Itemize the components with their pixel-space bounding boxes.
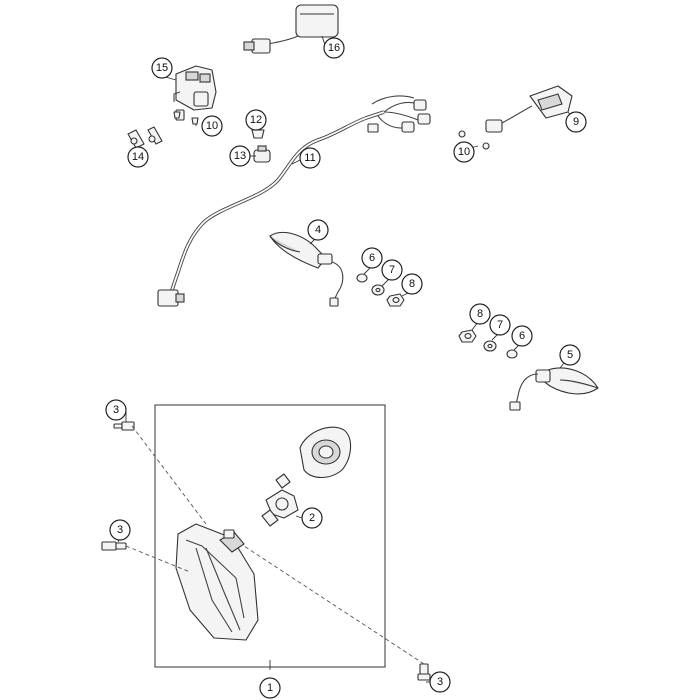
svg-text:9: 9 <box>573 116 579 128</box>
callout-7-right: 7 <box>489 314 511 336</box>
svg-text:6: 6 <box>519 330 525 342</box>
assembly-line-screw-top <box>131 425 207 525</box>
svg-text:15: 15 <box>156 62 168 74</box>
svg-text:8: 8 <box>477 308 483 320</box>
svg-text:11: 11 <box>304 152 315 164</box>
part-6-washer-left <box>356 273 368 283</box>
callout-10-right: 10 <box>453 141 475 163</box>
svg-text:1: 1 <box>267 682 273 694</box>
part-9-license-light <box>485 85 573 133</box>
part-10-screws-right <box>458 130 490 150</box>
callout-4: 4 <box>307 219 329 241</box>
part-15-switch <box>173 65 217 121</box>
part-12-bulb <box>251 129 265 139</box>
callout-13: 13 <box>229 145 251 167</box>
callout-3-bottom: 3 <box>429 671 451 693</box>
callout-16: 16 <box>323 37 345 59</box>
callout-10-left: 10 <box>201 115 223 137</box>
callout-3-top: 3 <box>105 399 127 421</box>
assembly-line-screw-middle <box>125 545 191 573</box>
part-16-relay <box>243 4 339 54</box>
callout-7-left: 7 <box>381 259 403 281</box>
svg-text:10: 10 <box>458 146 470 158</box>
callout-3-middle: 3 <box>109 519 131 541</box>
callout-1: 1 <box>259 677 281 699</box>
svg-text:6: 6 <box>369 252 375 264</box>
callout-6-left: 6 <box>361 247 383 269</box>
callout-6-right: 6 <box>511 325 533 347</box>
svg-text:16: 16 <box>328 42 340 54</box>
svg-text:3: 3 <box>117 524 123 536</box>
callout-15: 15 <box>151 57 173 79</box>
svg-text:7: 7 <box>497 319 503 331</box>
callout-12: 12 <box>245 109 267 131</box>
callout-14: 14 <box>127 146 149 168</box>
svg-text:4: 4 <box>315 224 321 236</box>
part-14-bolts <box>127 126 163 149</box>
svg-text:3: 3 <box>437 676 443 688</box>
part-6-washer-right <box>506 349 518 359</box>
part-3-screw-bottom <box>417 663 431 681</box>
part-10-screws-left <box>173 111 199 125</box>
headlight-bulb-cover <box>299 426 352 479</box>
part-5-indicator-right <box>509 367 599 411</box>
callout-8-right: 8 <box>469 303 491 325</box>
svg-text:8: 8 <box>409 278 415 290</box>
part-2-headlight-bulb <box>261 473 299 527</box>
callout-9: 9 <box>565 111 587 133</box>
callout-2: 2 <box>301 507 323 529</box>
part-13-socket <box>253 145 271 163</box>
part-4-indicator-left <box>269 232 344 307</box>
assembly-line-screw-bottom <box>243 545 425 665</box>
part-3-screw-top <box>113 421 135 431</box>
svg-text:13: 13 <box>234 150 246 162</box>
svg-text:3: 3 <box>113 404 119 416</box>
callout-5: 5 <box>559 344 581 366</box>
part-11-wiring-harness <box>157 95 431 307</box>
svg-text:2: 2 <box>309 512 315 524</box>
part-8-nut-left <box>386 293 405 307</box>
part-7-washer-left <box>371 284 385 296</box>
svg-text:10: 10 <box>206 120 218 132</box>
callout-8-left: 8 <box>401 273 423 295</box>
part-8-nut-right <box>458 329 477 343</box>
part-7-washer-right <box>483 340 497 352</box>
svg-text:14: 14 <box>132 151 144 163</box>
svg-text:12: 12 <box>250 114 262 126</box>
svg-text:5: 5 <box>567 349 573 361</box>
callout-11: 11 <box>299 147 321 169</box>
part-1-headlight <box>175 523 259 641</box>
part-3-screw-middle <box>101 541 127 551</box>
svg-text:7: 7 <box>389 264 395 276</box>
